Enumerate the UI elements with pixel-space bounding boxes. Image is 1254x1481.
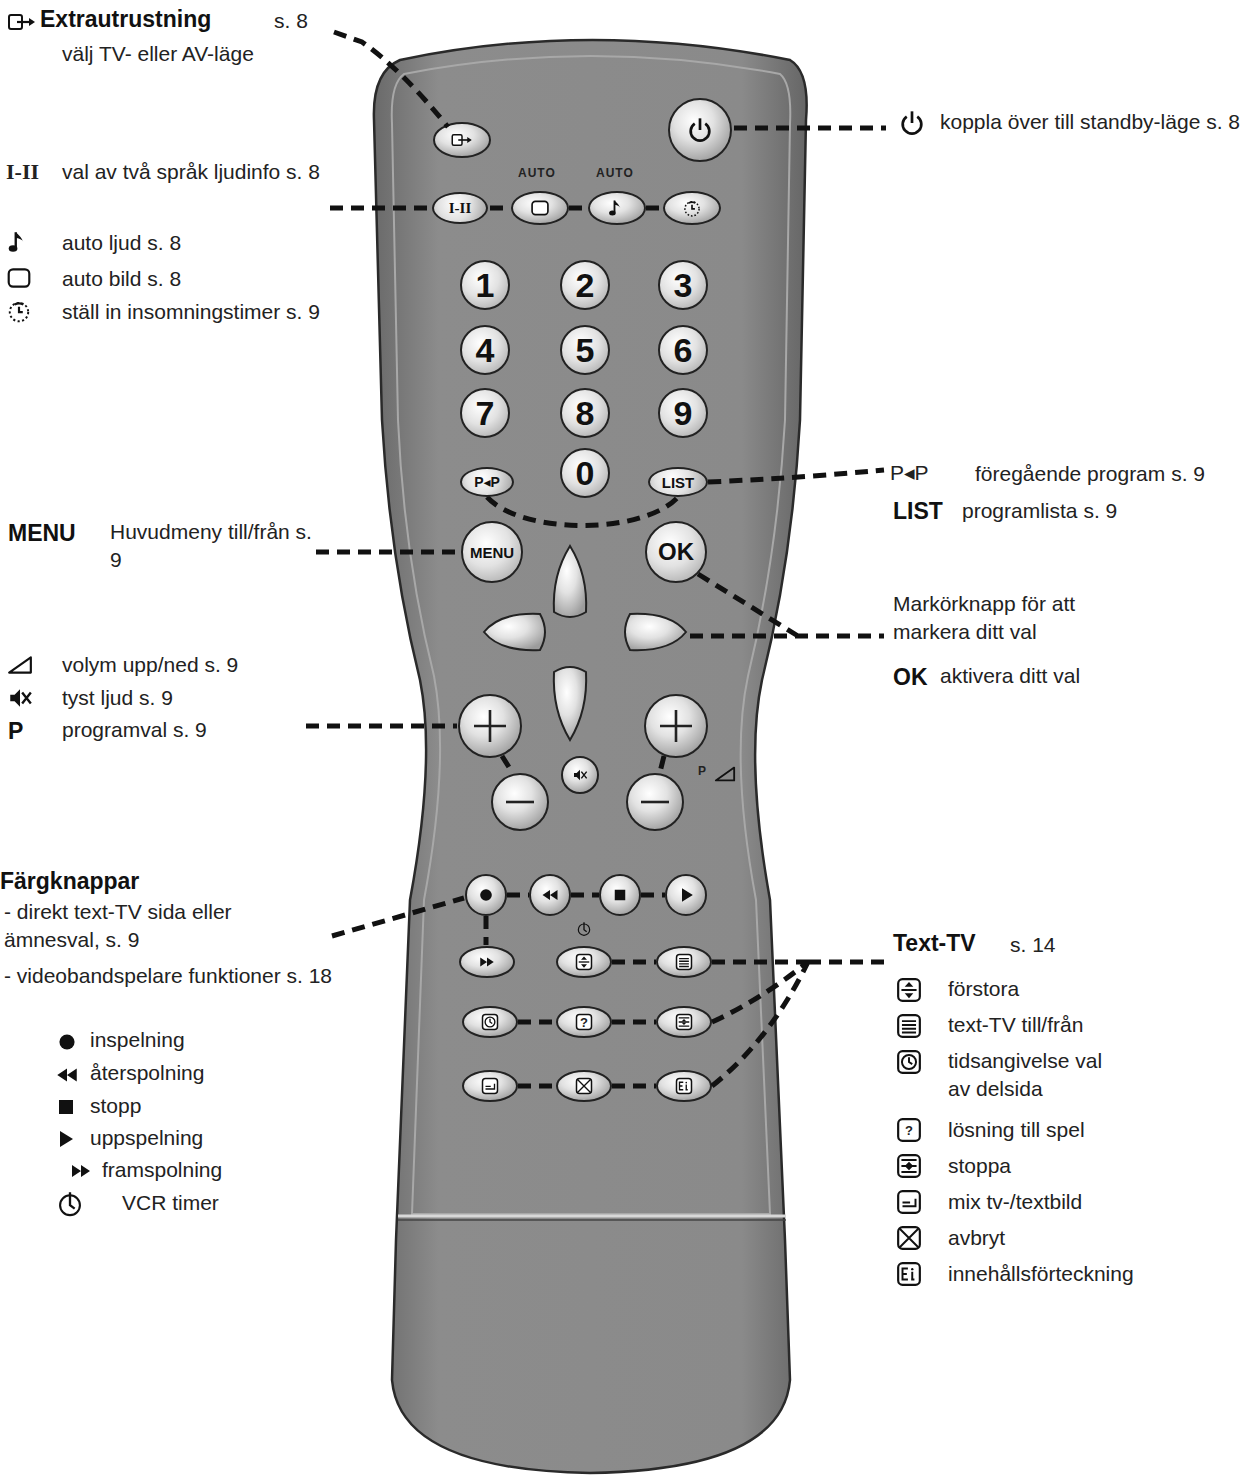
callout-text: föregående program s. 9 (975, 460, 1250, 488)
button-label: 7 (476, 394, 495, 433)
callout-text: tyst ljud s. 9 (62, 684, 173, 712)
callout-text: stoppa (948, 1152, 1011, 1180)
callout-text: LIST (893, 496, 943, 526)
remote-button: 9 (658, 388, 708, 438)
callout-text: AUTO (596, 166, 634, 182)
remote-button: 1 (460, 260, 510, 310)
callout-text: framspolning (102, 1156, 222, 1184)
callout-text: koppla över till standby-läge s. 8 (940, 108, 1245, 136)
callout-text: P (698, 764, 707, 780)
callout-text: stopp (90, 1092, 141, 1120)
button-label: 0 (576, 454, 595, 493)
callout-text: val av två språk ljudinfo s. 8 (62, 158, 324, 186)
remote-button: OK (645, 521, 707, 583)
callout-text: Extrautrustning (40, 4, 211, 34)
callout-text: lösning till spel (948, 1116, 1085, 1144)
callout-text: - direkt text-TV sida eller ämnesval, s.… (4, 898, 292, 953)
button-label: OK (658, 538, 694, 566)
callout-text: MENU (8, 518, 76, 548)
callout-text: tidsangivelse val av delsida (948, 1047, 1118, 1102)
remote-button: P◂P (460, 467, 514, 497)
button-label: 9 (674, 394, 693, 433)
callout-text: välj TV- eller AV-läge (62, 40, 254, 68)
icon-glyph: ? (580, 1016, 588, 1029)
button-label: 6 (674, 331, 693, 370)
callout-text: uppspelning (90, 1124, 203, 1152)
callout-text: avbryt (948, 1224, 1005, 1252)
button-label: 5 (576, 331, 595, 370)
callout-text: Markörknapp för att markera ditt val (893, 590, 1121, 645)
callout-text: mix tv-/textbild (948, 1188, 1082, 1216)
icon-glyph: ? (905, 1124, 913, 1137)
callout-text: auto ljud s. 8 (62, 229, 181, 257)
button-label: 2 (576, 266, 595, 305)
button-label: MENU (470, 544, 514, 561)
callout-text: innehållsförteckning (948, 1260, 1134, 1288)
button-label: 1 (476, 266, 495, 305)
callout-text: s. 14 (1010, 931, 1056, 959)
callout-text: volym upp/ned s. 9 (62, 651, 238, 679)
button-label: 3 (674, 266, 693, 305)
remote-button: 2 (560, 260, 610, 310)
callout-text: Text-TV (893, 928, 976, 958)
button-label: LIST (662, 474, 695, 491)
callout-text: text-TV till/från (948, 1011, 1083, 1039)
remote-button: 5 (560, 325, 610, 375)
callout-text: programlista s. 9 (962, 497, 1117, 525)
callout-text: P (8, 716, 23, 746)
callout-text: AUTO (518, 166, 556, 182)
callout-text: P◂P (890, 459, 929, 487)
callout-text: I-II (6, 157, 39, 186)
button-label: I-II (449, 200, 472, 217)
remote-button: 4 (460, 325, 510, 375)
callout-text: aktivera ditt val (940, 662, 1080, 690)
remote-button: 3 (658, 260, 708, 310)
remote-button: 8 (560, 388, 610, 438)
button-label: P◂P (474, 474, 500, 490)
callout-text: - videobandspelare funktioner s. 18 (4, 962, 334, 990)
remote-button: MENU (461, 521, 523, 583)
callout-text: förstora (948, 975, 1019, 1003)
callout-text: återspolning (90, 1059, 204, 1087)
callout-text: s. 8 (274, 7, 308, 35)
remote-button: LIST (648, 467, 708, 497)
button-label: 4 (476, 331, 495, 370)
callout-text: OK (893, 662, 928, 692)
callout-text: VCR timer (122, 1189, 219, 1217)
callout-text: programval s. 9 (62, 716, 207, 744)
dashed-connector (487, 497, 678, 526)
callout-text: Huvudmeny till/från s. 9 (110, 518, 320, 573)
remote-button: 7 (460, 388, 510, 438)
remote-button: I-II (432, 192, 488, 224)
callout-text: inspelning (90, 1026, 185, 1054)
callout-text: ställ in insomningstimer s. 9 (62, 298, 324, 326)
remote-button: 6 (658, 325, 708, 375)
callout-text: Färgknappar (0, 866, 139, 896)
button-label: 8 (576, 394, 595, 433)
remote-button: 0 (560, 448, 610, 498)
callout-text: auto bild s. 8 (62, 265, 181, 293)
